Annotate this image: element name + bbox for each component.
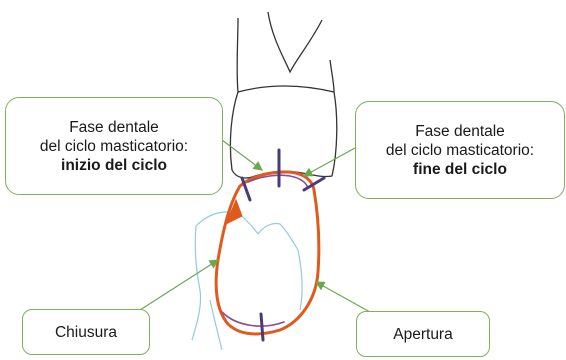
upper-tooth-center-root bbox=[268, 12, 322, 72]
upper-tooth bbox=[230, 12, 336, 178]
callout-opening: Apertura bbox=[356, 311, 490, 357]
cycle-path-purple-bottom bbox=[222, 312, 284, 326]
callout-start-line1: Fase dentale bbox=[69, 118, 159, 137]
upper-tooth-crown bbox=[230, 86, 336, 178]
callout-end-line3: fine del ciclo bbox=[413, 160, 507, 179]
callout-cycle-start: Fase dentale del ciclo masticatorio: ini… bbox=[5, 97, 223, 195]
lower-tooth-fissure bbox=[258, 223, 298, 250]
lower-tooth-body-right bbox=[298, 250, 302, 310]
callout-end-line2: del ciclo masticatorio: bbox=[386, 141, 534, 160]
callout-opening-label: Apertura bbox=[393, 325, 452, 344]
leader-closing bbox=[140, 260, 218, 310]
callout-start-line3: inizio del ciclo bbox=[61, 156, 167, 175]
upper-tooth-left-root bbox=[237, 18, 238, 92]
leader-end bbox=[304, 148, 355, 176]
callout-closing-label: Chiusura bbox=[55, 323, 117, 342]
lower-tooth bbox=[192, 212, 302, 350]
callout-cycle-end: Fase dentale del ciclo masticatorio: fin… bbox=[355, 101, 565, 199]
lower-tooth-body-left bbox=[192, 226, 201, 340]
masticatory-cycle bbox=[216, 172, 319, 334]
callout-start-line2: del ciclo masticatorio: bbox=[40, 137, 188, 156]
cycle-path-orange bbox=[216, 172, 319, 334]
tick-bottom bbox=[261, 314, 263, 340]
callout-closing: Chiusura bbox=[22, 309, 150, 355]
callout-end-line1: Fase dentale bbox=[415, 122, 505, 141]
leader-opening bbox=[316, 282, 370, 312]
upper-tooth-right-root bbox=[330, 60, 334, 92]
leader-start bbox=[222, 140, 262, 170]
